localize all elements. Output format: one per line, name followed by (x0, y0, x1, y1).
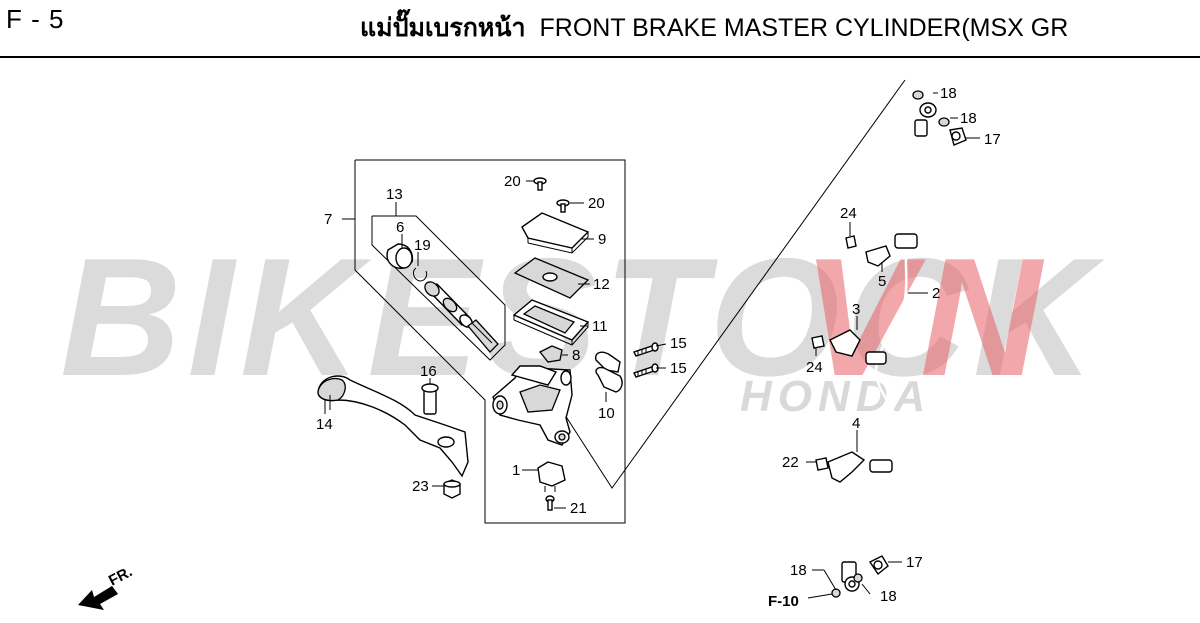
direction-label: FR. (106, 563, 135, 589)
callout-15-upper: 15 (670, 335, 687, 352)
callout-1: 1 (512, 462, 520, 479)
piston-subassembly-boundary (371, 215, 506, 361)
diaphragm (512, 299, 590, 346)
hose-collar-lower (869, 459, 893, 473)
cap-screw-second (556, 199, 570, 213)
holder-bolt-lower (633, 363, 659, 378)
oil-bolt-lower (868, 555, 889, 576)
front-direction-arrow: FR. (78, 563, 135, 610)
callout-12: 12 (593, 276, 610, 293)
page-title-english: FRONT BRAKE MASTER CYLINDER(MSX GR (539, 14, 1069, 42)
cap-screw-top (533, 177, 547, 191)
callout-21: 21 (570, 500, 587, 517)
holder-bolt-upper (633, 342, 659, 357)
hose-collar-upper (894, 233, 918, 249)
sealing-washer-bottom-2 (853, 573, 863, 583)
callout-18-bottom-1: 18 (790, 562, 807, 579)
oil-bolt-upper (949, 127, 967, 146)
callout-8: 8 (572, 347, 580, 364)
hose-clamp-lower (827, 451, 866, 483)
diaphragm-plate (513, 257, 590, 299)
callout-9: 9 (598, 231, 606, 248)
callout-4: 4 (852, 415, 860, 432)
callout-18-bottom-2: 18 (880, 588, 897, 605)
callout-5: 5 (878, 273, 886, 290)
callout-3: 3 (852, 301, 860, 318)
brake-light-switch (537, 461, 566, 492)
reservoir-cap (521, 212, 590, 254)
callout-17-upper: 17 (984, 131, 1001, 148)
clamp-bolt-lower (815, 457, 829, 471)
cylinder-holder (595, 351, 623, 393)
page-code: F - 5 (6, 4, 65, 34)
callout-18-top-2: 18 (960, 110, 977, 127)
brake-lever (317, 375, 469, 478)
reference-f10: F-10 (768, 593, 799, 610)
piston-set (424, 281, 499, 353)
header-rule (0, 56, 1200, 58)
callout-14: 14 (316, 416, 333, 433)
brake-hose-inner (849, 114, 924, 576)
clamp-bolt-upper (845, 235, 857, 249)
lever-pivot-bolt (421, 378, 439, 415)
callout-23: 23 (412, 478, 429, 495)
assembly-boundary (354, 159, 626, 524)
sealing-washer-top-2 (938, 117, 950, 127)
callout-2: 2 (932, 285, 940, 302)
hose-clamp-upper (865, 245, 891, 267)
page-title: แม่ปั๊มเบรกหน้า FRONT BRAKE MASTER CYLIND… (360, 8, 1068, 48)
sealing-washer-top-1 (912, 90, 924, 100)
reservoir-float (538, 345, 563, 363)
callout-20-top: 20 (504, 173, 521, 190)
hose-collar-middle (865, 351, 887, 365)
callout-24-upper: 24 (840, 205, 857, 222)
callout-24-middle: 24 (806, 359, 823, 376)
piston-boot (386, 243, 414, 269)
callout-20-second: 20 (588, 195, 605, 212)
callout-11: 11 (592, 318, 608, 335)
switch-screw (545, 495, 555, 511)
circlip (412, 267, 428, 282)
callout-13: 13 (386, 186, 403, 203)
callout-16: 16 (420, 363, 437, 380)
callout-22: 22 (782, 454, 799, 471)
callout-15-lower: 15 (670, 360, 687, 377)
callout-17-lower: 17 (906, 554, 923, 571)
clamp-bolt-middle (811, 335, 825, 349)
page-title-thai: แม่ปั๊มเบรกหน้า (360, 13, 526, 42)
master-cylinder-body (492, 365, 573, 446)
callout-18-top-1: 18 (940, 85, 957, 102)
callout-19: 19 (414, 237, 431, 254)
hose-upper-fitting (914, 102, 937, 137)
sealing-washer-bottom-1 (831, 588, 841, 598)
leader-lines (324, 92, 980, 599)
lever-pivot-nut (443, 479, 461, 499)
callout-10: 10 (598, 405, 615, 422)
callout-6: 6 (396, 219, 404, 236)
hose-clamp-middle (829, 329, 861, 357)
hose-perspective-line (564, 79, 906, 489)
callout-7: 7 (324, 211, 332, 228)
